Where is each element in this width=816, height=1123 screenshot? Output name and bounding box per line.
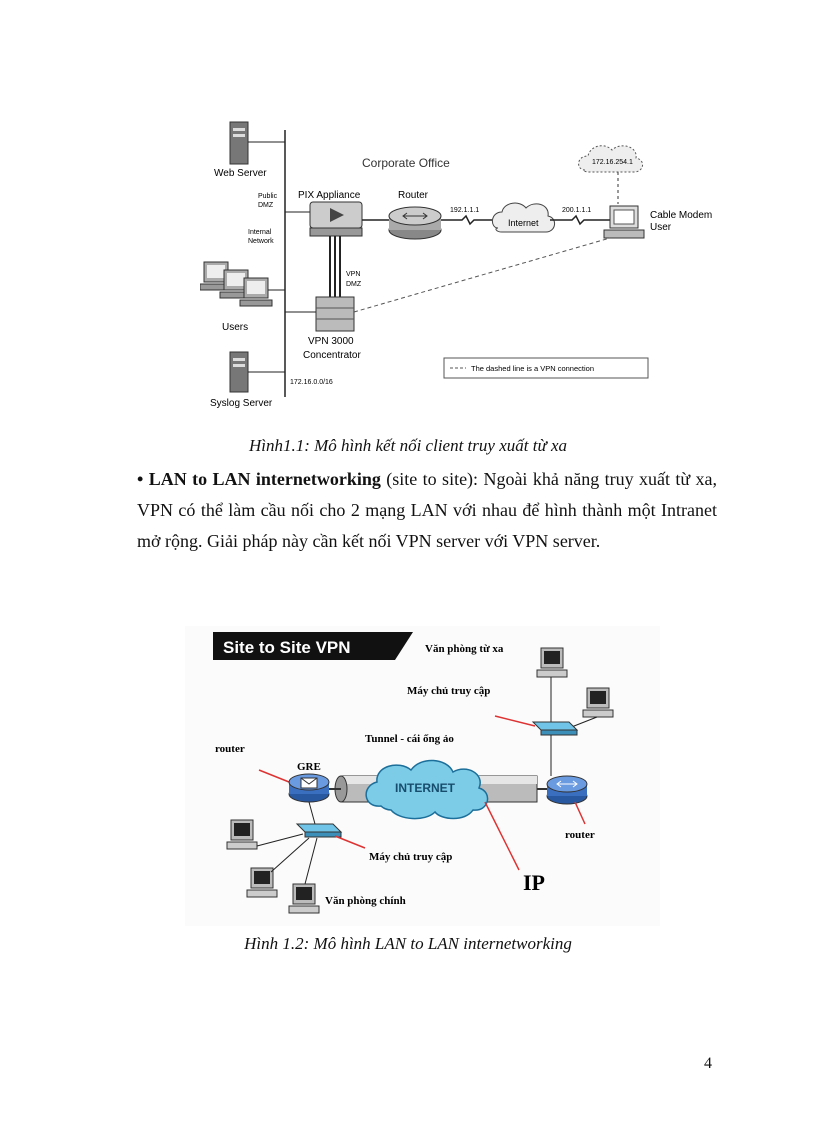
figure-2-site-to-site-diagram: Site to Site VPN Văn phòng từ xa Máy chủ… — [185, 626, 660, 926]
users-computers-icon — [200, 261, 273, 307]
router-left-label: router — [215, 743, 245, 755]
web-server-icon — [229, 121, 249, 165]
legend-box — [443, 357, 649, 379]
right-router-icon — [546, 775, 588, 805]
access-server-bottom-label: Máy chủ truy cập — [369, 851, 452, 863]
syslog-server-label: Syslog Server — [210, 398, 273, 409]
internal-network-label-1: Internal — [248, 229, 272, 236]
page-number: 4 — [704, 1055, 712, 1072]
internet-label: Internet — [508, 218, 539, 228]
tunnel-label: Tunnel - cái ống ảo — [365, 733, 454, 745]
bullet-marker: • — [137, 469, 144, 489]
lan-to-lan-text: (site to site): Ngoài khả năng truy xuất… — [137, 469, 718, 551]
internet-cloud-icon — [365, 759, 489, 820]
public-dmz-label-1: Public — [258, 193, 278, 200]
vpn-concentrator-icon — [315, 296, 355, 332]
router-right-label: router — [565, 829, 595, 841]
router-icon — [388, 206, 442, 240]
users-label: Users — [222, 322, 248, 333]
pix-appliance-icon — [309, 201, 363, 237]
remote-computer-icon-2 — [582, 687, 614, 718]
figure-1-caption: Hình1.1: Mô hình kết nối client truy xuấ… — [248, 436, 568, 455]
main-office-label: Văn phòng chính — [325, 895, 406, 907]
ip-label: IP — [523, 870, 545, 895]
cloud-ip-label: 172.16.254.1 — [592, 159, 633, 166]
web-server-label: Web Server — [214, 168, 267, 179]
main-computer-icon-1 — [226, 819, 258, 850]
title-banner — [213, 632, 413, 660]
vpn3000-label-2: Concentrator — [303, 350, 361, 361]
remote-cloud-icon — [578, 145, 643, 173]
internal-network-label-2: Network — [248, 238, 274, 245]
ip-192-label: 192.1.1.1 — [450, 207, 479, 214]
gre-router-icon — [288, 773, 330, 803]
lan-to-lan-heading: LAN to LAN internetworking — [148, 469, 381, 489]
gre-label: GRE — [297, 761, 321, 773]
vpn-dmz-label-1: VPN — [346, 271, 360, 278]
cable-modem-user-icon — [603, 205, 645, 239]
site-to-site-title: Site to Site VPN — [223, 638, 351, 657]
remote-office-label: Văn phòng từ xa — [425, 643, 504, 655]
syslog-server-icon — [229, 351, 249, 393]
vpn3000-label-1: VPN 3000 — [308, 336, 354, 347]
subnet-label: 172.16.0.0/16 — [290, 379, 333, 386]
main-computer-icon-3 — [288, 883, 320, 914]
public-dmz-label-2: DMZ — [258, 202, 274, 209]
corporate-office-label: Corporate Office — [362, 156, 450, 170]
figure-1-remote-access-diagram: Web Server Public DMZ Internal Network C… — [200, 121, 712, 409]
legend-text: The dashed line is a VPN connection — [471, 364, 594, 373]
pix-appliance-label: PIX Appliance — [298, 190, 361, 201]
internet-label: INTERNET — [395, 781, 456, 795]
access-server-top-label: Máy chủ truy cập — [407, 685, 490, 697]
vpn-dmz-label-2: DMZ — [346, 281, 362, 288]
cable-user-label: User — [650, 222, 672, 233]
figure-2-caption: Hình 1.2: Mô hình LAN to LAN internetwor… — [244, 934, 572, 953]
ip-200-label: 200.1.1.1 — [562, 207, 591, 214]
lan-to-lan-paragraph: • LAN to LAN internetworking (site to si… — [137, 464, 717, 557]
remote-computer-icon-1 — [536, 647, 568, 678]
top-switch-icon — [531, 721, 579, 736]
main-computer-icon-2 — [246, 867, 278, 898]
router-label: Router — [398, 190, 429, 201]
cable-modem-label: Cable Modem — [650, 210, 712, 221]
internet-cloud-icon — [492, 202, 555, 233]
bottom-switch-icon — [295, 823, 343, 838]
